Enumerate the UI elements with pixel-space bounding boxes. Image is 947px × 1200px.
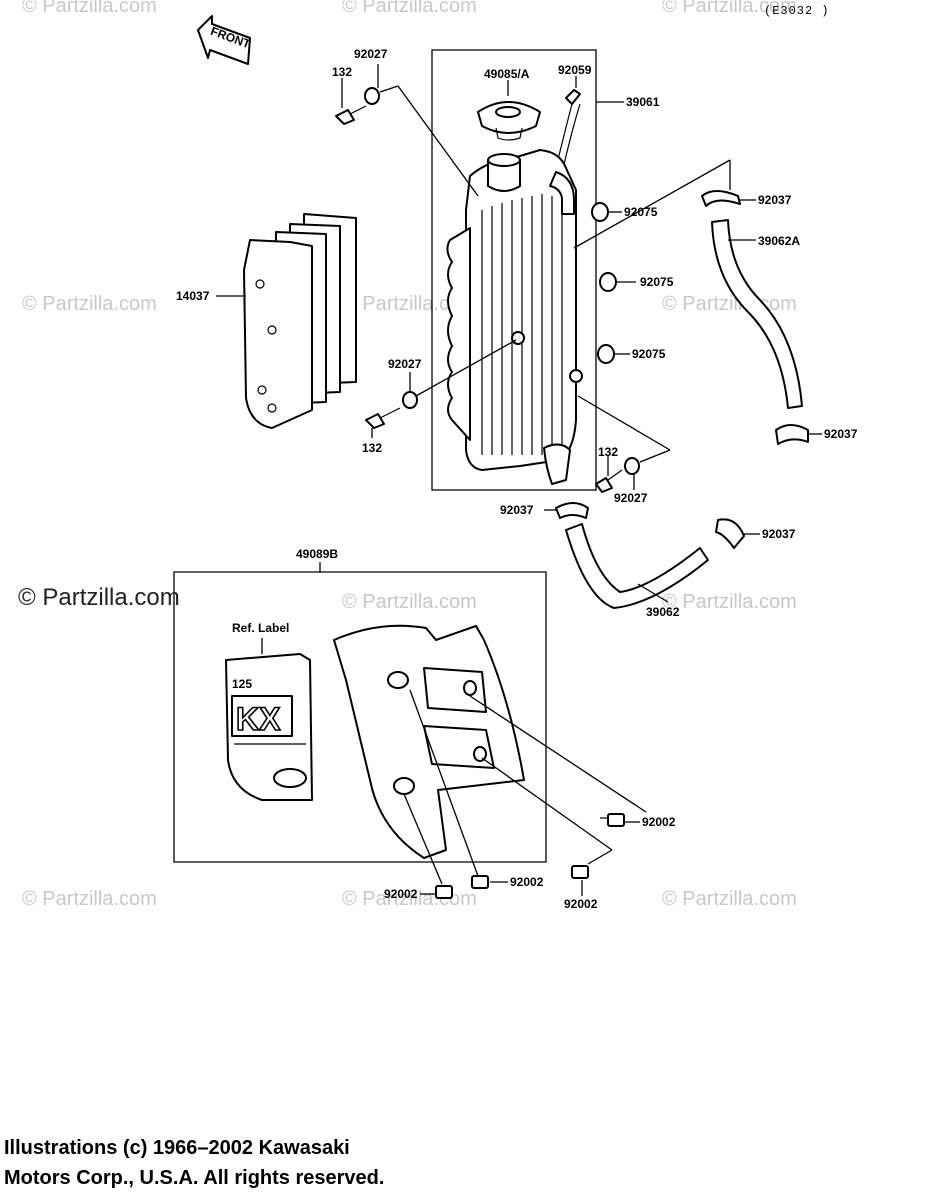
grommet [599,272,617,292]
watermark: © Partzilla.com [662,293,797,315]
part-labels: 92027 132 49085/A 92059 39061 92037 9207… [176,47,858,911]
part-label: 92002 [642,815,676,829]
watermark: © Partzilla.com [22,293,157,315]
part-label: 92002 [564,897,598,911]
part-label: 39061 [626,95,660,109]
part-label: 14037 [176,289,210,303]
copyright-notice: Illustrations (c) 1966–2002 Kawasaki Mot… [4,1133,384,1193]
leader-line [379,85,399,93]
main-watermark: © Partzilla.com [18,584,180,611]
shroud-bolt [471,875,489,889]
upper-hose [701,190,809,445]
model-name-text: KX [236,701,281,737]
leader-line [573,159,731,249]
radiator [446,149,583,485]
part-label: 92059 [558,63,592,77]
leader-line [481,757,613,851]
leader-line [637,583,669,603]
shroud-assembly-box [173,571,547,863]
watermark: © Partzilla.com [22,0,157,17]
watermark: © Partzilla.com [342,293,477,315]
radiator-cap [477,101,541,141]
leader-line [587,849,613,865]
watermark: © Partzilla.com [342,591,477,613]
shroud-bolt [435,885,453,899]
part-label: 92075 [624,205,658,219]
model-number-text: 125 [232,677,252,691]
leader-line [639,449,671,463]
part-label: 92027 [354,47,388,61]
radiator-fins [481,194,563,455]
watermark: © Partzilla.com [342,0,477,17]
watermarks: © Partzilla.com © Partzilla.com © Partzi… [22,0,797,910]
part-label: 92037 [758,193,792,207]
leader-line [403,793,443,885]
diagram-reference-code: (E3032 ) [764,4,830,18]
bolt-lower [595,457,640,493]
part-label: 92027 [614,491,648,505]
watermark: © Partzilla.com [22,888,157,910]
watermark: © Partzilla.com [662,0,797,17]
leader-line [415,339,517,397]
part-label: 39062 [646,605,680,619]
part-label: 132 [598,445,618,459]
part-label: 132 [362,441,382,455]
copyright-line: Motors Corp., U.S.A. All rights reserved… [4,1167,385,1189]
part-label: 49089B [296,547,338,561]
leader-line [409,689,479,877]
part-label: 39062A [758,234,800,248]
part-label: 92037 [824,427,858,441]
part-label: 92027 [388,357,422,371]
part-label: 92037 [762,527,796,541]
part-label: 92002 [384,887,418,901]
radiator-assembly-box [431,49,597,491]
part-label: 132 [332,65,352,79]
part-label: 92075 [632,347,666,361]
watermark: © Partzilla.com [662,888,797,910]
bolt-middle [365,391,418,429]
copyright-line: Illustrations (c) 1966–2002 Kawasaki [4,1137,350,1159]
part-label: 92002 [510,875,544,889]
watermark: © Partzilla.com [662,591,797,613]
shroud-bolt [571,865,589,879]
lower-hose [555,502,745,609]
front-arrow: FRONT [197,15,253,65]
diagram-canvas: © Partzilla.com © Partzilla.com © Partzi… [22,0,858,911]
part-label: 49085/A [484,67,530,81]
shroud-bolt [600,813,625,827]
grommet [591,202,609,222]
grommet [597,344,615,364]
kx-label: 125 KX [225,653,313,801]
part-label: 92037 [500,503,534,517]
leader-line [397,85,479,197]
part-label: 92075 [640,275,674,289]
bolt-upper [335,87,380,125]
leader-line [469,695,647,813]
ref-label-caption: Ref. Label [232,621,289,635]
radiator-grill [243,213,357,429]
leader-line [577,395,671,451]
